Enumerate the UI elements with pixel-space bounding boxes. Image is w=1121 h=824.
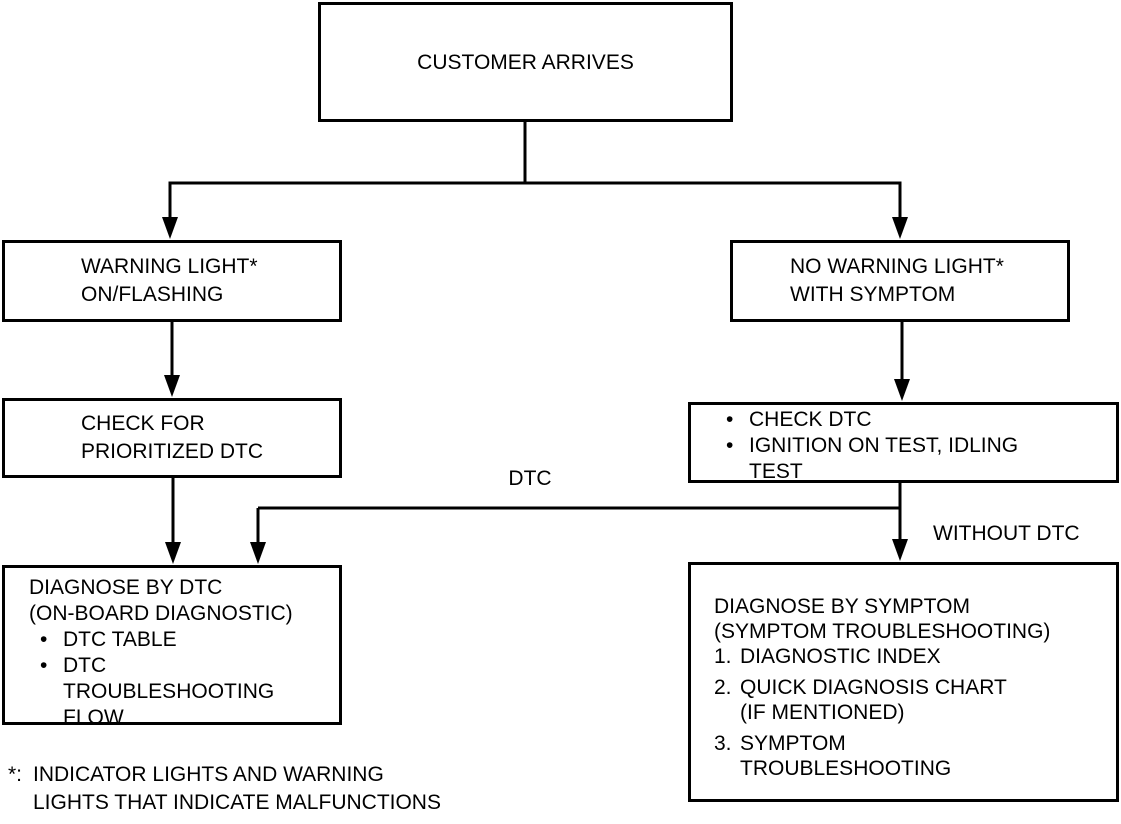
diagnose-by-dtc-box: DIAGNOSE BY DTC (ON-BOARD DIAGNOSTIC) • …	[2, 565, 342, 729]
numbered-item: 2. QUICK DIAGNOSIS CHART (IF MENTIONED)	[714, 675, 1116, 725]
bullet-item: • DTC TROUBLESHOOTING FLOW	[40, 653, 339, 731]
bullet-icon: •	[40, 654, 48, 677]
item-number: 2.	[714, 676, 732, 699]
bullet-text: IGNITION ON TEST, IDLING TEST	[749, 434, 1019, 483]
numbered-item: 1. DIAGNOSTIC INDEX	[714, 644, 1116, 669]
box-text-line: DIAGNOSE BY SYMPTOM	[714, 595, 970, 618]
footnote-text: INDICATOR LIGHTS AND WARNING LIGHTS THAT…	[33, 763, 441, 814]
check-dtc-box: • CHECK DTC • IGNITION ON TEST, IDLING T…	[688, 402, 1119, 483]
arrowhead-icon	[892, 539, 908, 561]
bullet-item: • DTC TABLE	[40, 627, 339, 653]
diagnose-by-symptom-box: DIAGNOSE BY SYMPTOM (SYMPTOM TROUBLESHOO…	[688, 562, 1119, 802]
arrowhead-icon	[164, 375, 180, 397]
footnote: *: INDICATOR LIGHTS AND WARNING LIGHTS T…	[8, 761, 441, 817]
box-text-line: ON/FLASHING	[81, 283, 224, 306]
check-prioritized-dtc-box: CHECK FOR PRIORITIZED DTC	[2, 398, 342, 478]
bullet-icon: •	[726, 434, 734, 457]
warning-light-box: WARNING LIGHT* ON/FLASHING	[2, 240, 342, 322]
bullet-text: DTC TABLE	[63, 628, 177, 651]
bullet-item: • CHECK DTC	[726, 407, 1116, 433]
arrowhead-icon	[894, 379, 910, 401]
item-number: 3.	[714, 732, 732, 755]
box-text-line: NO WARNING LIGHT*	[790, 255, 1004, 278]
bullet-icon: •	[40, 628, 48, 651]
box-text-line: (SYMPTOM TROUBLESHOOTING)	[714, 620, 1051, 643]
box-text-line: (ON-BOARD DIAGNOSTIC)	[29, 602, 293, 625]
box-text-line: WARNING LIGHT*	[81, 255, 258, 278]
bullet-icon: •	[726, 408, 734, 431]
box-text-line: PRIORITIZED DTC	[81, 440, 263, 463]
arrowhead-icon	[892, 217, 908, 239]
box-text-line: DIAGNOSE BY DTC	[29, 576, 223, 599]
numbered-text: SYMPTOM TROUBLESHOOTING	[740, 732, 952, 780]
arrowhead-icon	[250, 542, 266, 564]
box-text-line: CUSTOMER ARRIVES	[417, 50, 634, 74]
numbered-text: QUICK DIAGNOSIS CHART (IF MENTIONED)	[740, 676, 1007, 724]
bullet-item: • IGNITION ON TEST, IDLING TEST	[726, 433, 1116, 485]
box-text-line: WITH SYMPTOM	[790, 283, 956, 306]
item-number: 1.	[714, 645, 732, 668]
numbered-item: 3. SYMPTOM TROUBLESHOOTING	[714, 731, 1116, 781]
customer-arrives-box: CUSTOMER ARRIVES	[318, 2, 733, 122]
bullet-text: CHECK DTC	[749, 408, 872, 431]
box-text-line: CHECK FOR	[81, 412, 205, 435]
bullet-text: DTC TROUBLESHOOTING FLOW	[63, 654, 275, 729]
footnote-marker: *:	[8, 763, 23, 786]
numbered-text: DIAGNOSTIC INDEX	[740, 645, 941, 668]
arrowhead-icon	[165, 542, 181, 564]
edge-label-dtc: DTC	[508, 467, 552, 490]
arrowhead-icon	[162, 217, 178, 239]
edge-label-without-dtc: WITHOUT DTC	[933, 522, 1080, 545]
no-warning-light-box: NO WARNING LIGHT* WITH SYMPTOM	[730, 240, 1070, 322]
